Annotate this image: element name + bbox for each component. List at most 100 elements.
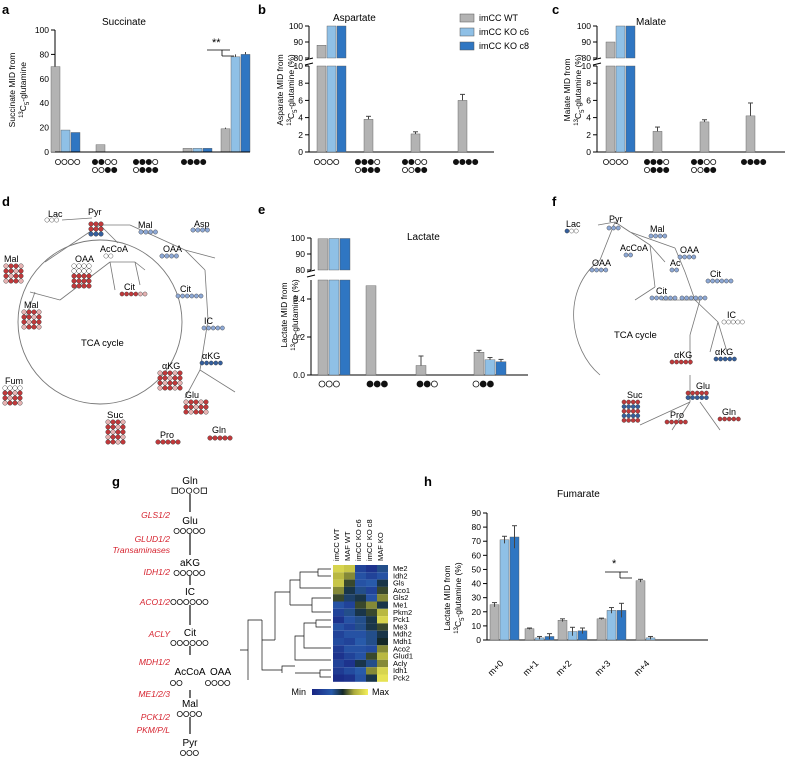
heat-row-label: Glud1 bbox=[393, 652, 413, 661]
glu-dots bbox=[203, 409, 209, 415]
pro-dots bbox=[160, 439, 166, 445]
heat-cell bbox=[377, 616, 388, 624]
accoa-dots bbox=[628, 252, 633, 258]
glu-dots bbox=[690, 395, 695, 400]
g-met-oaa: OAA bbox=[210, 667, 231, 678]
g-akg-dots-dot bbox=[179, 570, 186, 577]
pyr-dots bbox=[88, 231, 94, 237]
oaa2-dots bbox=[86, 268, 92, 274]
panel-a-ylabel-2: 13C5-glutamine bbox=[18, 62, 31, 118]
oaa2-dots bbox=[81, 278, 87, 284]
oaa-dots bbox=[686, 254, 692, 260]
panel-c: c Malate Malate MID from 13C5-glutamine … bbox=[552, 2, 785, 173]
glu-dots bbox=[193, 404, 199, 410]
panel-letter-h: h bbox=[424, 474, 432, 489]
suc-dots bbox=[626, 404, 631, 409]
panel-a-xlabel-m3b-dot bbox=[145, 166, 152, 173]
mal1-dots bbox=[152, 229, 158, 235]
heat-cell bbox=[366, 674, 377, 682]
g-glu-dots-dot bbox=[192, 528, 199, 535]
akg-dots bbox=[167, 375, 173, 381]
tca-cycle-circle-d bbox=[17, 239, 183, 405]
bar bbox=[499, 539, 510, 641]
xlabel-m2-dot bbox=[401, 158, 408, 165]
f-pro: Pro bbox=[670, 410, 684, 420]
heat-cell bbox=[366, 565, 377, 573]
heat-cell bbox=[355, 586, 366, 595]
oaa2-dots bbox=[81, 268, 87, 274]
xlabel-m0-dot bbox=[332, 380, 340, 388]
fum-dots bbox=[17, 400, 23, 406]
xlabel-m3b-dot bbox=[354, 166, 361, 173]
ytick-label: 60 bbox=[472, 550, 482, 560]
suc-dots bbox=[621, 404, 627, 409]
g-gene-label: ACLY bbox=[148, 629, 172, 639]
ytick-label: 100 bbox=[577, 21, 591, 31]
oaa2-dots bbox=[86, 283, 92, 289]
panel-a-xlabel-m3-dot bbox=[145, 158, 152, 165]
lac-dots bbox=[573, 228, 579, 234]
oaa1-dots bbox=[159, 253, 165, 259]
suc-dots bbox=[105, 429, 111, 435]
mal3-dots bbox=[26, 319, 32, 325]
xlabel-m0-dot bbox=[325, 380, 333, 388]
glu-dots bbox=[704, 390, 709, 396]
g-gene-label: ME1/2/3 bbox=[138, 689, 170, 699]
asp-dots bbox=[190, 227, 196, 233]
heat-cell bbox=[333, 638, 344, 646]
heat-cell bbox=[377, 630, 388, 638]
xlabel-m0-dot bbox=[318, 380, 326, 388]
heat-cell bbox=[333, 652, 344, 660]
panel-h-title: Fumarate bbox=[557, 489, 600, 500]
bar-break-gap bbox=[316, 59, 348, 65]
fum-dots bbox=[2, 390, 8, 396]
heat-cell bbox=[344, 674, 355, 682]
ytick-label: 20 bbox=[472, 607, 482, 617]
pro-dots bbox=[664, 419, 670, 425]
panel-a-xlabel-m2-dot bbox=[98, 158, 105, 165]
g-mal-dots-dot bbox=[176, 711, 183, 718]
pyr-dots bbox=[98, 221, 104, 227]
heat-cell bbox=[344, 608, 355, 617]
bar bbox=[596, 618, 607, 641]
cit-right-dots bbox=[719, 278, 725, 284]
bar-top bbox=[339, 238, 351, 271]
g-gln-dot bbox=[178, 487, 185, 494]
bar bbox=[606, 610, 617, 641]
heat-cell bbox=[366, 652, 377, 660]
pro-dots bbox=[683, 419, 688, 425]
bar-bottom bbox=[339, 279, 351, 376]
cit-dots bbox=[672, 295, 678, 301]
mal2-dots bbox=[8, 268, 14, 274]
fum-dots bbox=[7, 400, 13, 406]
oaa2-dots bbox=[71, 283, 77, 289]
cit-dots-b bbox=[693, 295, 699, 301]
xlabel-m2-dot bbox=[423, 380, 431, 388]
bar-bottom bbox=[615, 65, 626, 153]
heat-cell bbox=[344, 659, 355, 668]
g-cit-dots-dot bbox=[176, 640, 183, 647]
akg-dots bbox=[167, 380, 173, 386]
suc-dots bbox=[110, 439, 116, 445]
heat-row-label: Idh1 bbox=[393, 666, 408, 675]
akg-dots bbox=[162, 380, 168, 386]
xlabel-m2-dot bbox=[697, 158, 704, 165]
xlabel-m2-dot bbox=[691, 158, 698, 165]
heat-cell bbox=[366, 638, 377, 646]
akg-dots bbox=[162, 375, 168, 381]
akg-dots bbox=[683, 359, 689, 365]
oaa2-dots bbox=[594, 267, 599, 273]
pro-dots bbox=[673, 419, 679, 425]
asp-dots bbox=[200, 227, 206, 233]
legend-swatch-c6 bbox=[459, 27, 475, 37]
ytick-label: 80 bbox=[472, 522, 482, 532]
heat-cell bbox=[355, 594, 366, 602]
suc-dots bbox=[120, 419, 126, 425]
fum-dots bbox=[12, 385, 18, 391]
mal3-dots bbox=[36, 309, 42, 315]
panel-letter-d: d bbox=[2, 194, 10, 209]
mal2-dots bbox=[3, 278, 9, 284]
xlabel-m0-dot bbox=[603, 158, 610, 165]
xlabel-m4-dot bbox=[747, 158, 754, 165]
